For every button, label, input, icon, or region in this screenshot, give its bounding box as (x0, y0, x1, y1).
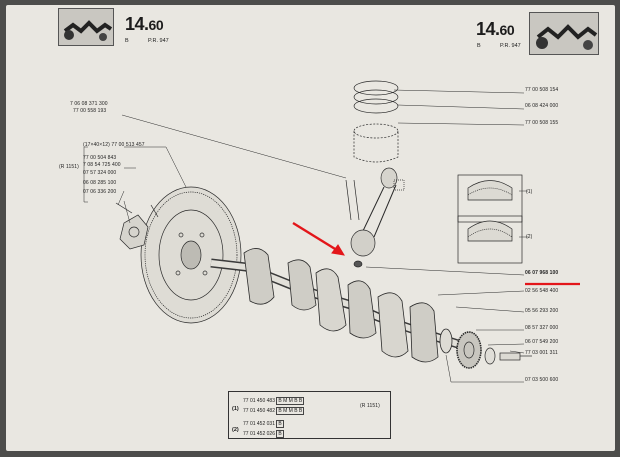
ref-label: 77 00 558 193 (73, 108, 107, 114)
variant-key: (1) (232, 406, 239, 412)
timing-gear-drawing (456, 331, 532, 369)
flywheel-drawing (140, 186, 242, 324)
red-arrow-annotation (292, 221, 345, 256)
variant-table: (1) 77 01 450 483 B M M B B 77 01 450 48… (228, 391, 391, 439)
ref-label: 08 57 327 000 (525, 325, 559, 331)
table-row: 77 01 452 026 B (243, 430, 284, 438)
section-letter-left: B (125, 38, 129, 44)
ref-label: 77 00 508 155 (525, 120, 559, 126)
ref-label: (R 1151) (59, 164, 79, 170)
ref-label: 02 56 548 400 (525, 288, 559, 294)
ref-label: (2) (526, 234, 533, 240)
ref-label: 07 57 324 000 (83, 170, 117, 176)
ref-label: 05 56 293 200 (525, 308, 559, 314)
ref-label: 77 00 508 154 (525, 87, 559, 93)
table-row: 77 01 450 482 B M M B B (243, 407, 305, 415)
ref-label: 07 06 336 200 (83, 189, 117, 195)
flange-plate-drawing (115, 202, 159, 250)
engine-crankshaft-thumbnail-right (529, 12, 599, 55)
page-number-left: 14.60 (125, 14, 164, 34)
crankshaft-thumbnail-icon (59, 9, 113, 45)
engine-crankshaft-thumbnail-left (58, 8, 114, 46)
crankshaft-drawing (210, 248, 463, 363)
ref-label: 06 07 549 200 (525, 339, 559, 345)
crankshaft-thumbnail-icon (530, 13, 598, 54)
ref-label: 7 06 08 371 300 (70, 101, 108, 107)
highlighted-ref-label: 06 07 968 100 (525, 270, 559, 276)
ref-label: (1) (526, 189, 533, 195)
section-letter-right: B (477, 43, 481, 49)
table-row: 77 01 452 031 B (243, 420, 284, 428)
pr-code-right: P.R. 947 (500, 43, 521, 49)
piston-assembly-drawing (353, 80, 399, 163)
page-number-right: 14.60 (476, 19, 515, 39)
parts-catalog-page: 14.60 B P.R. 947 14.60 B P.R. 947 (6, 5, 615, 451)
exploded-crankshaft-diagram (83, 80, 580, 383)
ref-label: 77 00 504 843 (83, 155, 117, 161)
ref-label: 77 03 001 311 (525, 350, 558, 356)
ref-label: 07 03 500 600 (525, 377, 559, 383)
connecting-rod-drawing (345, 167, 405, 268)
bearing-shells-drawing (457, 174, 523, 264)
table-row: 77 01 450 483 B M M B B (243, 397, 305, 405)
ref-label: 06 08 285 100 (83, 180, 117, 186)
ref-label: 7 08 54 725 400 (83, 162, 121, 168)
ref-label: 06 08 424 000 (525, 103, 559, 109)
pr-code-left: P.R. 947 (148, 38, 169, 44)
ref-label: (17×40×12) 77 00 513 457 (83, 142, 145, 148)
table-note: (R 1151) (360, 403, 380, 409)
variant-key: (2) (232, 427, 239, 433)
leader-lines (83, 89, 528, 383)
